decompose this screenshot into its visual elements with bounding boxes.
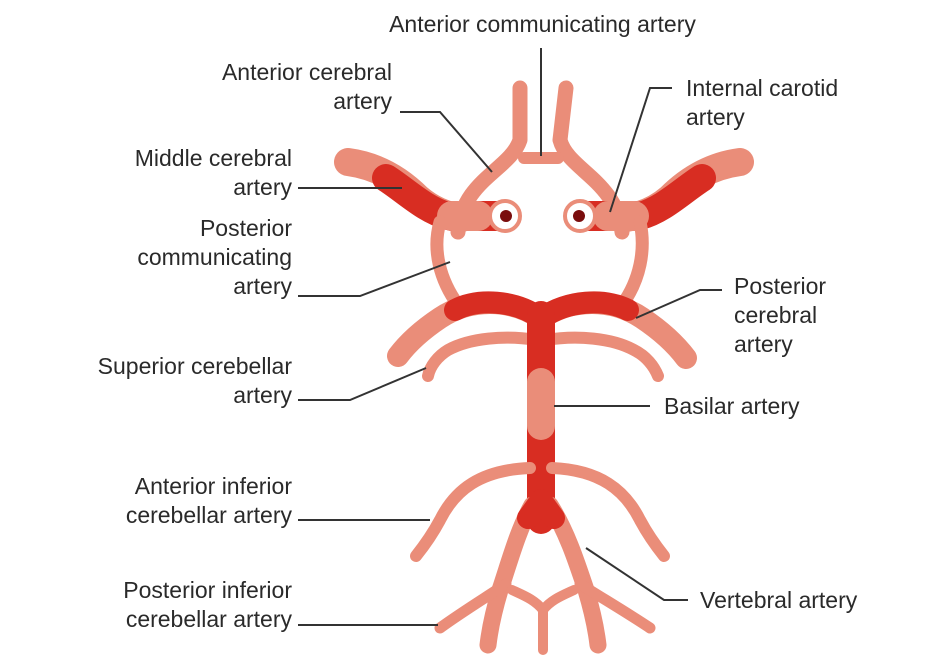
superior-cerebellar-artery-left [428, 338, 536, 376]
label-basilar-artery: Basilar artery [664, 392, 884, 421]
label-text: Basilar artery [664, 392, 884, 421]
label-line-1: Posterior [734, 272, 914, 301]
anterior-spinal-artery [512, 590, 574, 650]
internal-carotid-lumen-left-center [500, 210, 512, 222]
label-line-2: artery [4, 381, 292, 410]
label-line-2: artery [40, 173, 292, 202]
label-line-1: Superior cerebellar [4, 352, 292, 381]
label-line-1: Anterior cerebral [140, 58, 392, 87]
label-line-2: artery [686, 103, 906, 132]
leader-superior-cerebellar [298, 368, 426, 400]
label-line-2: communicating [40, 243, 292, 272]
label-posterior-cerebral-artery: Posterior cerebral artery [734, 272, 914, 359]
label-line-1: Posterior inferior [40, 576, 292, 605]
label-anterior-communicating-artery: Anterior communicating artery [320, 10, 765, 39]
label-line-1: Internal carotid [686, 74, 906, 103]
internal-carotid-lumen-right-center [573, 210, 585, 222]
label-line-2: cerebellar artery [40, 501, 292, 530]
label-internal-carotid-artery: Internal carotid artery [686, 74, 906, 132]
label-superior-cerebellar-artery: Superior cerebellar artery [4, 352, 292, 410]
label-line-1: Posterior [40, 214, 292, 243]
leader-anterior-cerebral [400, 112, 492, 172]
vertebral-artery-junction-dark [528, 500, 554, 518]
superior-cerebellar-artery-right [546, 338, 658, 376]
label-line-3: artery [734, 330, 914, 359]
label-line-2: artery [140, 87, 392, 116]
label-line-2: cerebral [734, 301, 914, 330]
label-line-1: Middle cerebral [40, 144, 292, 173]
internal-carotid-lumens [490, 201, 595, 231]
label-middle-cerebral-artery: Middle cerebral artery [40, 144, 292, 202]
label-line-3: artery [40, 272, 292, 301]
label-text: Vertebral artery [700, 586, 926, 615]
arteries [348, 88, 740, 650]
label-text: Anterior communicating artery [320, 10, 765, 39]
label-line-2: cerebellar artery [40, 605, 292, 634]
label-anterior-inferior-cerebellar-artery: Anterior inferior cerebellar artery [40, 472, 292, 530]
label-posterior-inferior-cerebellar-artery: Posterior inferior cerebellar artery [40, 576, 292, 634]
label-vertebral-artery: Vertebral artery [700, 586, 926, 615]
label-anterior-cerebral-artery: Anterior cerebral artery [140, 58, 392, 116]
label-line-1: Anterior inferior [40, 472, 292, 501]
leader-posterior-communicating [298, 262, 450, 296]
label-posterior-communicating-artery: Posterior communicating artery [40, 214, 292, 301]
